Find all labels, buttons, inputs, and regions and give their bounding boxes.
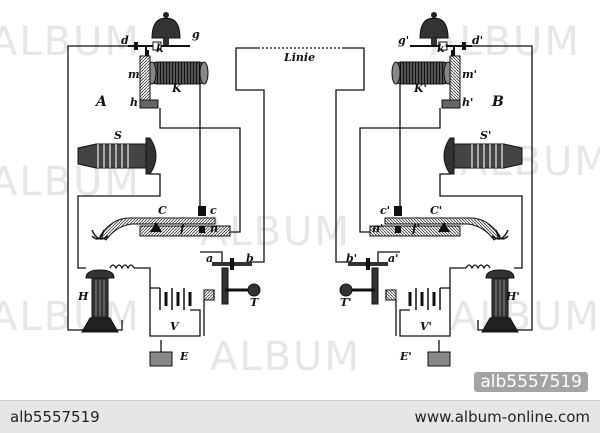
svg-text:b: b (246, 252, 254, 265)
svg-text:f: f (179, 222, 187, 235)
svg-text:E: E (179, 350, 189, 363)
svg-text:f': f' (411, 222, 420, 235)
svg-text:B: B (491, 94, 504, 110)
svg-text:h': h' (462, 96, 473, 109)
footer-image-id: alb5557519 (10, 408, 100, 426)
svg-text:V: V (170, 320, 180, 333)
svg-text:S': S' (480, 129, 491, 142)
svg-text:ALBUM: ALBUM (0, 19, 141, 65)
svg-text:ALBUM: ALBUM (0, 294, 141, 340)
telephone-circuit-diagram: ALBUM ALBUM ALBUM ALBUM ALBUM ALBUM ALBU… (0, 10, 600, 380)
svg-text:d': d' (472, 34, 483, 47)
labels-right: g' d' k' m' K' h' B S' C' c' f' n' H' a'… (340, 34, 520, 363)
image-id-badge: alb5557519 (474, 372, 588, 392)
svg-text:b': b' (346, 252, 357, 265)
svg-text:k': k' (437, 42, 448, 55)
svg-text:c': c' (380, 204, 390, 217)
svg-text:T': T' (340, 296, 352, 309)
svg-text:c: c (210, 204, 217, 217)
svg-text:k: k (156, 42, 164, 55)
svg-text:ALBUM: ALBUM (450, 294, 600, 340)
labels-left: d g k m K h A S C c f n H a b T V E (77, 28, 259, 363)
svg-text:d: d (121, 34, 129, 47)
svg-text:a: a (206, 252, 213, 265)
svg-text:E': E' (399, 350, 412, 363)
label-linie: Linie (283, 51, 315, 64)
svg-text:A: A (94, 94, 107, 110)
svg-text:m: m (128, 68, 140, 81)
svg-text:ALBUM: ALBUM (210, 334, 361, 380)
svg-text:C': C' (430, 204, 442, 217)
svg-text:h: h (130, 96, 138, 109)
svg-text:n': n' (372, 222, 383, 235)
svg-text:H': H' (505, 290, 520, 303)
footer-bar: alb5557519 www.album-online.com (0, 400, 600, 433)
svg-text:m': m' (462, 68, 477, 81)
svg-text:K: K (171, 82, 182, 95)
svg-text:V': V' (420, 320, 432, 333)
svg-text:T: T (250, 296, 259, 309)
svg-text:H: H (77, 290, 89, 303)
svg-text:S: S (114, 129, 122, 142)
station-b (334, 10, 534, 368)
svg-text:g: g (192, 28, 200, 41)
svg-text:a': a' (388, 252, 399, 265)
footer-site-link[interactable]: www.album-online.com (414, 408, 590, 426)
svg-text:K': K' (413, 82, 427, 95)
svg-text:C: C (158, 204, 167, 217)
svg-text:g': g' (398, 34, 409, 47)
svg-text:n: n (210, 222, 218, 235)
